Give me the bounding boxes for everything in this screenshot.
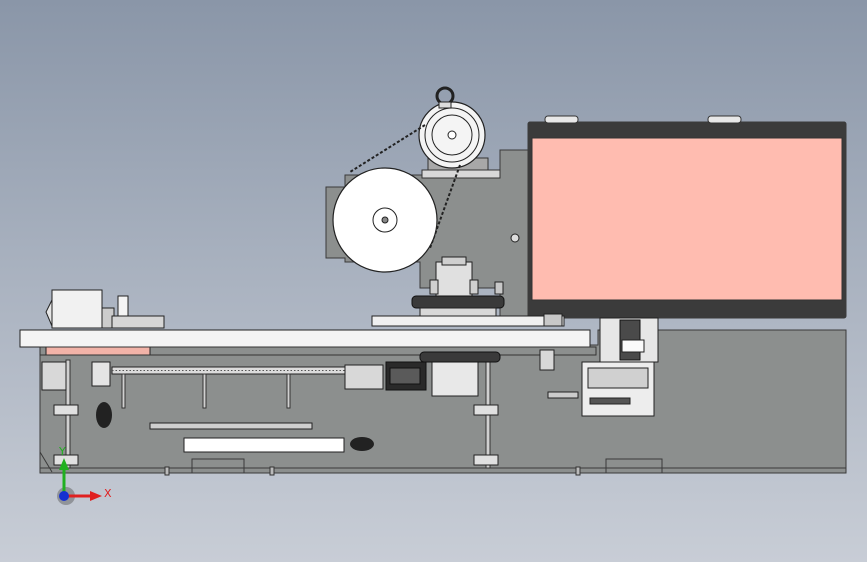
bearing-left bbox=[41, 361, 67, 391]
base-stud-3 bbox=[164, 466, 170, 476]
z-axis-dot bbox=[59, 491, 69, 501]
lifting-eye-base bbox=[438, 101, 452, 109]
table-top bbox=[19, 329, 591, 348]
base-foot-left bbox=[191, 458, 245, 474]
table-underframe bbox=[39, 346, 597, 356]
sensor-base bbox=[111, 315, 165, 329]
lower-rotary bbox=[419, 351, 501, 363]
y-axis-head bbox=[59, 458, 69, 470]
post-4 bbox=[286, 373, 291, 409]
slot-long bbox=[183, 437, 345, 453]
post-5 bbox=[121, 373, 126, 409]
spindle-upper-block bbox=[435, 261, 473, 299]
actuator-screen bbox=[587, 367, 649, 389]
base-stud-2 bbox=[575, 466, 581, 476]
rotary-spindle bbox=[371, 256, 565, 327]
bearing-left-2 bbox=[91, 361, 111, 387]
mid-bearing bbox=[431, 361, 479, 397]
motor-assembly bbox=[349, 86, 501, 249]
base-foot-right bbox=[605, 458, 663, 474]
drive-box-face bbox=[389, 367, 421, 385]
post-3 bbox=[202, 373, 207, 409]
lower-mechanism bbox=[41, 349, 555, 469]
actuator-head bbox=[621, 339, 645, 353]
worktable bbox=[19, 289, 597, 356]
motor-mount bbox=[421, 169, 501, 179]
right-clamp bbox=[539, 349, 555, 371]
spindle-cap bbox=[441, 256, 467, 266]
post-foot-1 bbox=[53, 404, 79, 416]
bracket-bar bbox=[149, 422, 313, 430]
post-foot-3 bbox=[473, 404, 499, 416]
x-axis-label: X bbox=[104, 487, 112, 500]
base-frame bbox=[39, 329, 847, 474]
motor-ring-1 bbox=[424, 107, 480, 163]
guard-top-tab-right bbox=[707, 115, 742, 124]
pulley-bore bbox=[381, 216, 389, 224]
right-actuator bbox=[547, 317, 659, 417]
y-axis-label: Y bbox=[58, 445, 66, 458]
body-bolt bbox=[510, 233, 520, 243]
rail-nut-right bbox=[494, 281, 504, 295]
spindle-side-left bbox=[429, 279, 439, 295]
drive-belt-top bbox=[349, 124, 426, 173]
large-pulley bbox=[332, 167, 520, 273]
motor-shaft-icon bbox=[447, 130, 457, 140]
slot-oval-bottom bbox=[350, 437, 374, 451]
post-foot-4 bbox=[473, 454, 499, 466]
coordinate-triad: X Y bbox=[57, 445, 112, 505]
left-side-plate bbox=[39, 345, 53, 473]
sensor-post bbox=[117, 295, 129, 317]
guard-top-tab-left bbox=[544, 115, 579, 124]
slot-oval-left bbox=[96, 402, 112, 428]
guard-panel bbox=[531, 137, 843, 301]
x-axis-head bbox=[90, 491, 102, 501]
actuator-bolt-row bbox=[589, 397, 631, 405]
feed-nose bbox=[45, 299, 53, 327]
feed-block bbox=[51, 289, 103, 329]
rotary-disc bbox=[411, 295, 505, 309]
rail-clamp-left bbox=[543, 313, 563, 327]
screw-nut bbox=[344, 364, 384, 390]
table-pink-strip bbox=[45, 346, 151, 356]
guard-housing bbox=[527, 115, 847, 319]
actuator-pin bbox=[547, 391, 579, 399]
rotary-plate bbox=[419, 307, 497, 317]
guide-rail bbox=[371, 315, 565, 327]
motor-ring-2 bbox=[431, 114, 473, 156]
spindle-side-right bbox=[469, 279, 479, 295]
base-stud-1 bbox=[269, 466, 275, 476]
